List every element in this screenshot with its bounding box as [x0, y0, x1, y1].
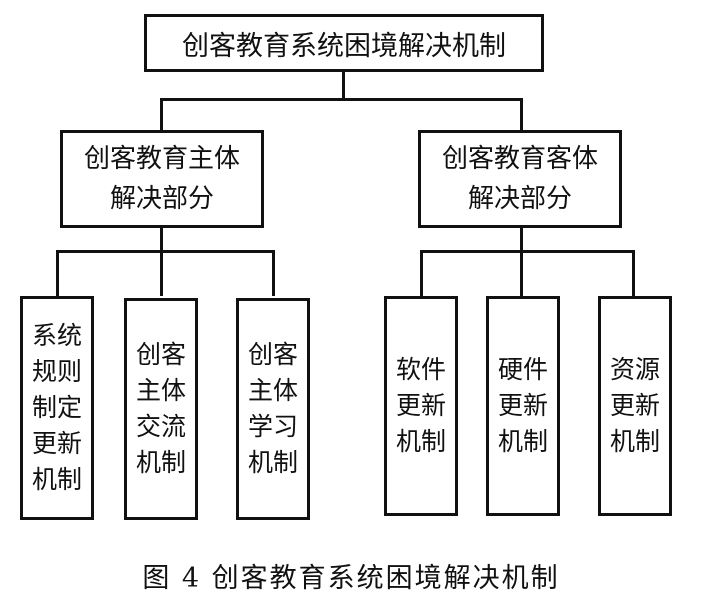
leaf-node-subject-communication: 创客主体交流机制 — [124, 298, 198, 520]
subject-branch-node: 创客教育主体 解决部分 — [60, 130, 264, 228]
object-branch-node: 创客教育客体 解决部分 — [418, 130, 622, 228]
right-leaf3-drop-line — [632, 250, 635, 296]
leaf-node-resource-update: 资源更新机制 — [598, 296, 672, 516]
leaf-node-label: 创客主体学习机制 — [247, 340, 298, 477]
leaf-node-label: 系统规则制定更新机制 — [31, 321, 82, 494]
right-stem-line — [520, 228, 523, 252]
left-bar-line — [56, 250, 275, 253]
root-node-label: 创客教育系统困境解决机制 — [182, 30, 506, 62]
leaf-node-subject-learning: 创客主体学习机制 — [236, 298, 310, 520]
right-leaf2-drop-line — [520, 250, 523, 296]
root-node: 创客教育系统困境解决机制 — [144, 14, 544, 72]
object-branch-label-line1: 创客教育客体 — [441, 144, 598, 174]
figure-caption: 图 4 创客教育系统困境解决机制 — [142, 563, 560, 594]
left-leaf1-drop-line — [56, 250, 59, 296]
leaf-node-label: 软件更新机制 — [395, 355, 446, 456]
leaf-node-hardware-update: 硬件更新机制 — [486, 296, 560, 516]
leaf-node-software-update: 软件更新机制 — [384, 296, 458, 516]
left-branch-drop-line — [160, 98, 163, 130]
left-leaf2-drop-line — [160, 250, 163, 296]
root-stem-line — [342, 72, 345, 100]
subject-branch-label-line2: 解决部分 — [109, 184, 214, 214]
leaf-node-label: 硬件更新机制 — [497, 355, 548, 456]
right-leaf1-drop-line — [420, 250, 423, 296]
root-bar-line — [160, 98, 523, 101]
right-bar-line — [420, 250, 635, 253]
subject-branch-label-line1: 创客教育主体 — [83, 144, 240, 174]
object-branch-label-line2: 解决部分 — [467, 184, 572, 214]
leaf-node-rules-update: 系统规则制定更新机制 — [20, 296, 94, 520]
right-branch-drop-line — [520, 98, 523, 130]
leaf-node-label: 创客主体交流机制 — [135, 340, 186, 477]
leaf-node-label: 资源更新机制 — [609, 355, 660, 456]
left-leaf3-drop-line — [272, 250, 275, 296]
left-stem-line — [160, 228, 163, 252]
